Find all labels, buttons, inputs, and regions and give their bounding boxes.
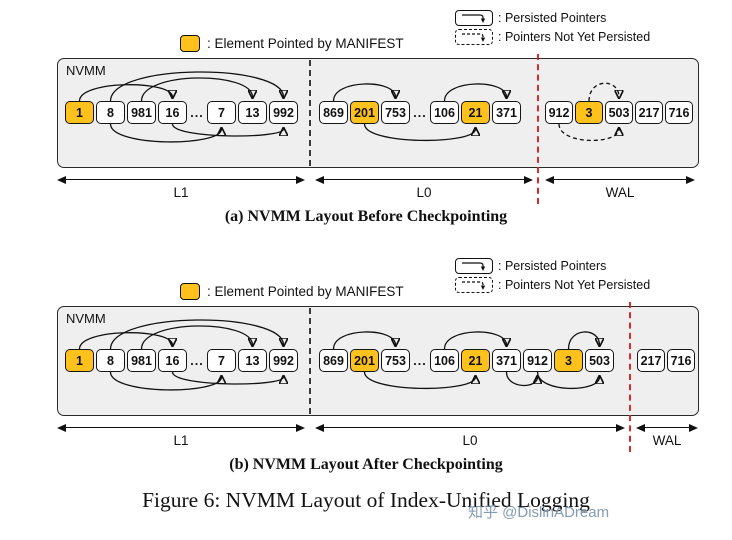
ellipsis: ...	[413, 105, 427, 120]
element-cell: 201	[350, 101, 379, 124]
l1-range-arrow	[57, 175, 305, 184]
subfigure-b-caption: (b) NVMM Layout After Checkpointing	[229, 456, 503, 473]
subfigure-a-caption: (a) NVMM Layout Before Checkpointing	[224, 208, 508, 225]
manifest-legend-label: : Element Pointed by MANIFEST	[207, 284, 404, 299]
element-cell: 16	[158, 349, 187, 372]
pointer-legend: : Persisted Pointers : Pointers Not Yet …	[455, 8, 650, 46]
unpersisted-legend-row: : Pointers Not Yet Persisted	[455, 275, 650, 294]
element-cell: 981	[127, 101, 156, 124]
unpersisted-pointer-icon	[455, 276, 493, 293]
element-cell: 8	[96, 101, 125, 124]
wal-cells: 217 716	[637, 349, 697, 372]
element-cell: 716	[667, 349, 695, 372]
pointer-legend: : Persisted Pointers : Pointers Not Yet …	[455, 256, 650, 294]
manifest-legend: : Element Pointed by MANIFEST	[180, 35, 404, 52]
element-cell: 981	[127, 349, 156, 372]
l1-cells: 1 8 981 16 ... 7 13 992	[65, 101, 300, 124]
manifest-legend-label: : Element Pointed by MANIFEST	[207, 36, 404, 51]
persisted-pointer-icon	[455, 257, 493, 274]
persisted-legend-label: : Persisted Pointers	[498, 10, 607, 25]
wal-cells: 912 3 503 217 716	[545, 101, 695, 124]
ellipsis: ...	[190, 353, 204, 368]
manifest-swatch-icon	[180, 283, 200, 300]
element-cell: 21	[461, 349, 490, 372]
l0-range-label: L0	[462, 433, 478, 448]
unpersisted-legend-label: : Pointers Not Yet Persisted	[498, 277, 651, 292]
wal-range-arrow	[636, 423, 698, 432]
element-cell: 106	[430, 101, 459, 124]
element-cell: 992	[269, 349, 298, 372]
manifest-legend: : Element Pointed by MANIFEST	[180, 283, 404, 300]
persisted-legend-label: : Persisted Pointers	[498, 258, 607, 273]
element-cell: 869	[319, 349, 348, 372]
l1-l0-separator	[309, 308, 311, 414]
ellipsis: ...	[190, 105, 204, 120]
unpersisted-legend-label: : Pointers Not Yet Persisted	[498, 29, 651, 44]
l0-cells: 869 201 753 ... 106 21 371	[319, 101, 523, 124]
l1-l0-separator	[309, 60, 311, 166]
l0-cells: 869 201 753 ... 106 21 371 912 3 503	[319, 349, 616, 372]
element-cell: 217	[635, 101, 663, 124]
persisted-pointer-icon	[455, 9, 493, 26]
element-cell: 21	[461, 101, 490, 124]
element-cell: 201	[350, 349, 379, 372]
element-cell: 217	[637, 349, 665, 372]
wal-range-label: WAL	[605, 185, 635, 200]
unpersisted-legend-row: : Pointers Not Yet Persisted	[455, 27, 650, 46]
element-cell: 8	[96, 349, 125, 372]
element-cell: 7	[207, 101, 236, 124]
l0-range-label: L0	[416, 185, 432, 200]
l1-range-arrow	[57, 423, 305, 432]
checkpoint-boundary-line	[629, 302, 631, 452]
element-cell: 3	[554, 349, 583, 372]
ellipsis: ...	[413, 353, 427, 368]
l0-range-arrow	[315, 175, 533, 184]
element-cell: 16	[158, 101, 187, 124]
nvmm-label: NVMM	[66, 63, 106, 78]
element-cell: 3	[575, 101, 603, 124]
element-cell: 503	[585, 349, 614, 372]
element-cell: 912	[523, 349, 552, 372]
element-cell: 753	[381, 101, 410, 124]
l1-cells: 1 8 981 16 ... 7 13 992	[65, 349, 300, 372]
element-cell: 716	[665, 101, 693, 124]
manifest-swatch-icon	[180, 35, 200, 52]
persisted-legend-row: : Persisted Pointers	[455, 256, 650, 275]
figure-caption: Figure 6: NVMM Layout of Index-Unified L…	[142, 488, 590, 512]
l0-range-arrow	[315, 423, 625, 432]
watermark: 知乎 @DislinADream	[468, 504, 610, 521]
checkpoint-boundary-line	[537, 54, 539, 204]
nvmm-label: NVMM	[66, 311, 106, 326]
element-cell: 106	[430, 349, 459, 372]
element-cell: 371	[492, 349, 521, 372]
element-cell: 1	[65, 349, 94, 372]
l1-range-label: L1	[173, 185, 189, 200]
element-cell: 992	[269, 101, 298, 124]
element-cell: 912	[545, 101, 573, 124]
element-cell: 7	[207, 349, 236, 372]
subfigure-a: : Persisted Pointers : Pointers Not Yet …	[0, 8, 732, 258]
element-cell: 869	[319, 101, 348, 124]
wal-range-label: WAL	[652, 433, 682, 448]
element-cell: 753	[381, 349, 410, 372]
element-cell: 13	[238, 101, 267, 124]
element-cell: 503	[605, 101, 633, 124]
element-cell: 1	[65, 101, 94, 124]
unpersisted-pointer-icon	[455, 28, 493, 45]
element-cell: 371	[492, 101, 521, 124]
wal-range-arrow	[545, 175, 695, 184]
persisted-legend-row: : Persisted Pointers	[455, 8, 650, 27]
element-cell: 13	[238, 349, 267, 372]
subfigure-b: : Persisted Pointers : Pointers Not Yet …	[0, 256, 732, 506]
l1-range-label: L1	[173, 433, 189, 448]
